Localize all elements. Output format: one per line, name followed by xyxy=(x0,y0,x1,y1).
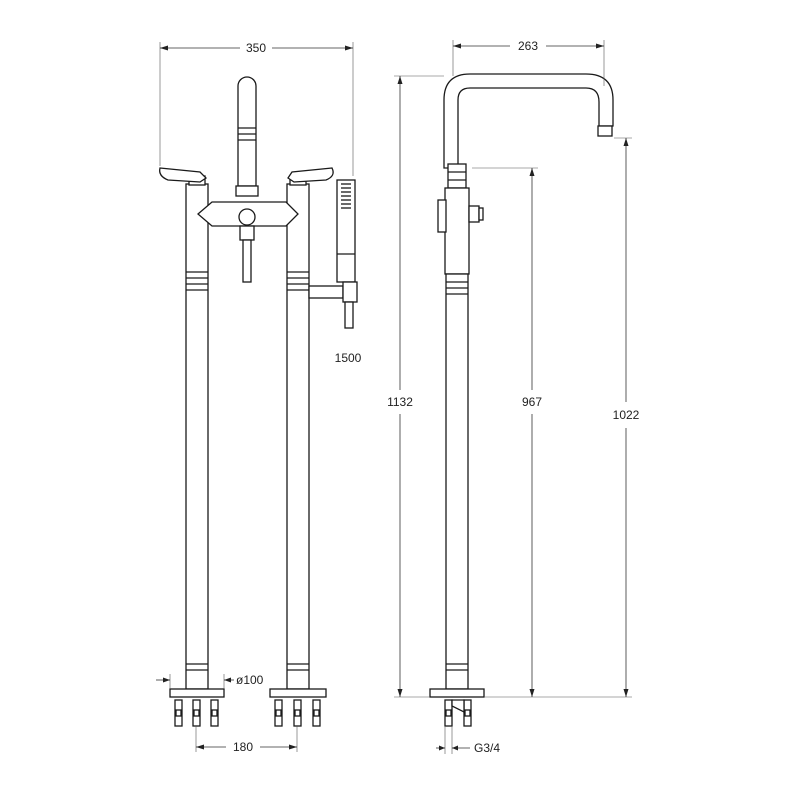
connection-thread-label: G3/4 xyxy=(474,741,500,755)
mixer-body xyxy=(197,201,299,283)
side-view: 263 1132 967 1 xyxy=(387,39,640,755)
side-column xyxy=(437,163,484,690)
front-view: 350 1500 ø100 180 xyxy=(156,41,362,754)
outlet-height-label: 1022 xyxy=(613,408,640,422)
right-lever-handle xyxy=(287,167,334,183)
dimension-front-width xyxy=(159,42,354,176)
dimension-leg-spacing xyxy=(195,726,298,752)
left-base xyxy=(169,688,225,727)
body-height-label: 967 xyxy=(522,395,542,409)
dimension-base-diameter xyxy=(156,674,234,689)
right-column xyxy=(286,175,310,690)
spout-reach-label: 263 xyxy=(518,39,538,53)
total-height-label: 1132 xyxy=(387,395,413,409)
right-base xyxy=(269,688,327,727)
side-base xyxy=(429,688,485,727)
hand-shower xyxy=(308,179,358,329)
dimension-body-height xyxy=(472,167,538,698)
spout xyxy=(235,76,259,197)
side-spout xyxy=(443,73,614,169)
dimension-spout-reach xyxy=(452,40,605,86)
leg-spacing-label: 180 xyxy=(233,740,253,754)
hose-length-label: 1500 xyxy=(335,351,362,365)
dimension-connection-thread xyxy=(436,726,470,754)
left-lever-handle xyxy=(159,167,208,183)
dimension-outlet-height xyxy=(538,137,632,698)
left-column xyxy=(185,175,209,690)
base-diameter-label: ø100 xyxy=(236,673,264,687)
front-width-label: 350 xyxy=(246,41,266,55)
dimension-total-height xyxy=(394,75,444,698)
